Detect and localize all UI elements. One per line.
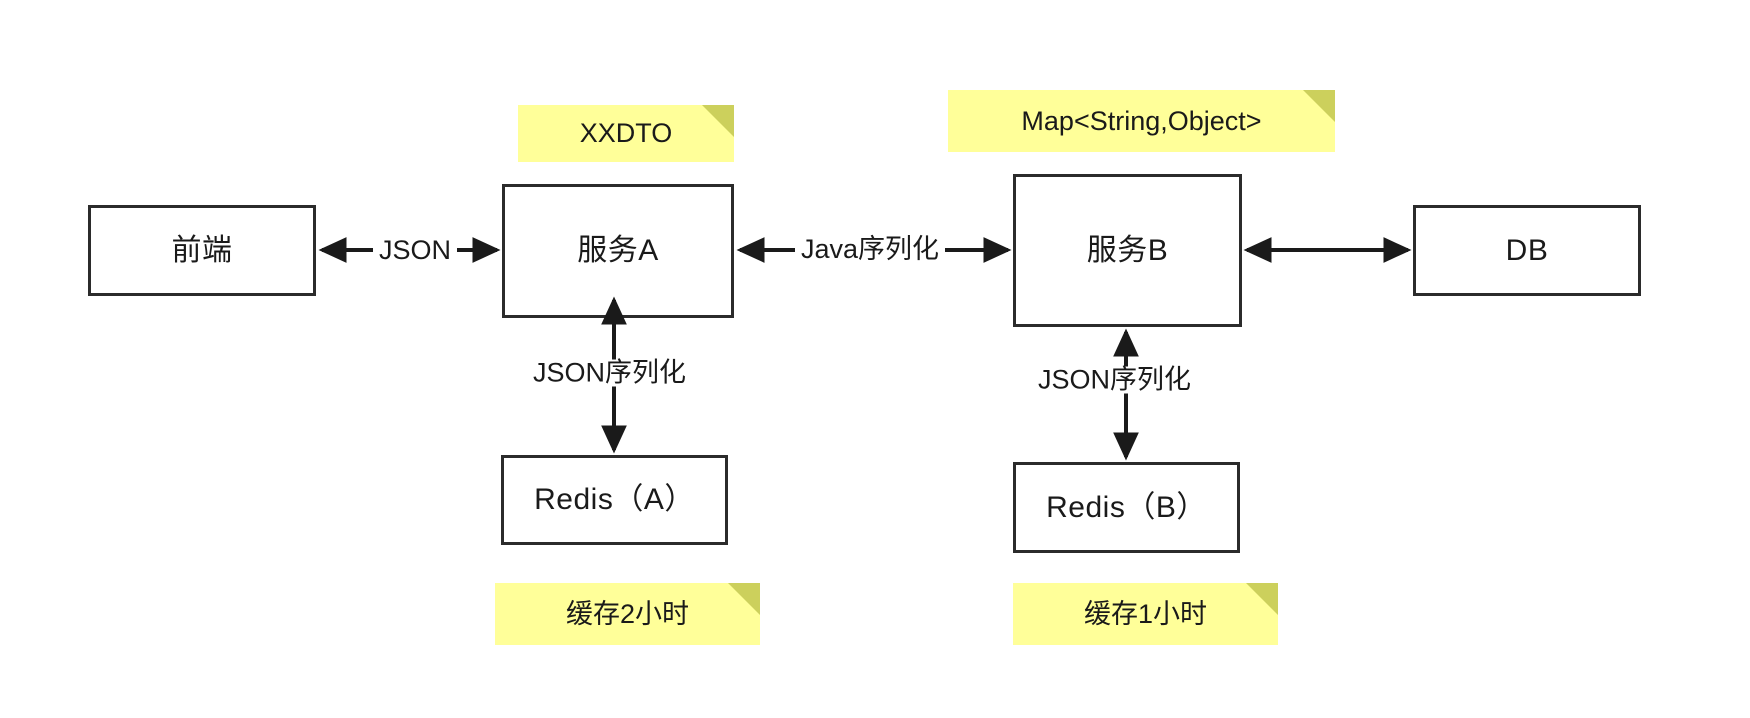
node-service-a-label: 服务A	[577, 234, 659, 267]
edge-label-json-text: JSON	[379, 235, 452, 265]
node-frontend[interactable]: 前端	[88, 205, 316, 296]
sticky-note-xxdto[interactable]: XXDTO	[518, 105, 734, 162]
sticky-note-map[interactable]: Map<String,Object>	[948, 90, 1335, 152]
node-service-b-label: 服务B	[1086, 233, 1169, 267]
note-fold-icon	[702, 105, 734, 137]
edge-label-java-serialize: Java序列化	[795, 234, 946, 264]
sticky-note-cache-2h[interactable]: 缓存2小时	[495, 583, 760, 645]
edge-label-json-serialize-b: JSON序列化	[1032, 364, 1198, 395]
edge-label-json: JSON	[373, 235, 458, 265]
note-fold-icon	[728, 583, 760, 615]
node-redis-a[interactable]: Redis（A）	[501, 455, 728, 545]
note-fold-icon	[1303, 90, 1335, 122]
sticky-note-map-label: Map<String,Object>	[1021, 105, 1262, 136]
node-frontend-label: 前端	[171, 233, 233, 267]
node-redis-a-label: Redis（A）	[534, 483, 695, 516]
node-service-b[interactable]: 服务B	[1013, 174, 1242, 327]
sticky-note-cache-2h-label: 缓存2小时	[565, 598, 690, 629]
edge-label-json-serialize-a: JSON序列化	[527, 357, 693, 388]
note-fold-icon	[1246, 583, 1278, 615]
edge-label-json-serialize-b-text: JSON序列化	[1038, 364, 1192, 395]
sticky-note-xxdto-label: XXDTO	[579, 118, 673, 148]
node-db[interactable]: DB	[1413, 205, 1641, 296]
node-db-label: DB	[1505, 233, 1549, 267]
sticky-note-cache-1h[interactable]: 缓存1小时	[1013, 583, 1278, 645]
node-redis-b[interactable]: Redis（B）	[1013, 462, 1240, 553]
node-service-a[interactable]: 服务A	[502, 184, 734, 318]
sticky-note-cache-1h-label: 缓存1小时	[1083, 598, 1208, 629]
edge-label-java-serialize-text: Java序列化	[801, 234, 940, 264]
edge-label-json-serialize-a-text: JSON序列化	[533, 357, 687, 388]
node-redis-b-label: Redis（B）	[1046, 490, 1207, 524]
